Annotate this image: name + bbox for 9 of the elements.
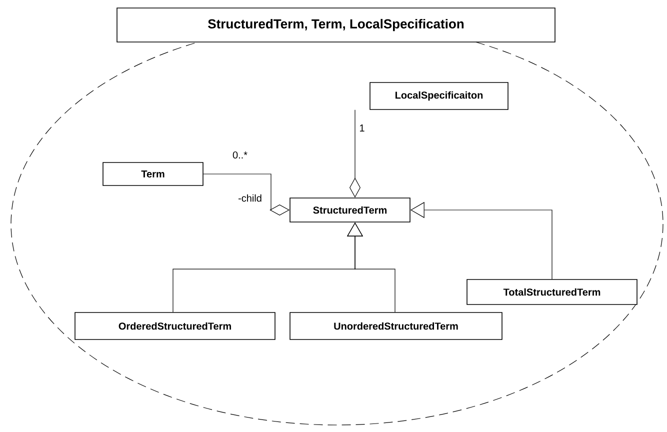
class-box: OrderedStructuredTerm	[74, 312, 276, 340]
class-box: StructuredTerm	[290, 198, 410, 222]
multiplicity-label: 0..*	[232, 151, 248, 159]
class-box: UnorderedStructuredTerm	[290, 312, 502, 340]
class-box: LocalSpecificaiton	[370, 82, 508, 110]
class-box: Term	[102, 162, 204, 186]
edge-label: 1	[358, 124, 366, 132]
class-box: TotalStructuredTerm	[466, 279, 638, 305]
edge-label: -child	[237, 193, 263, 203]
